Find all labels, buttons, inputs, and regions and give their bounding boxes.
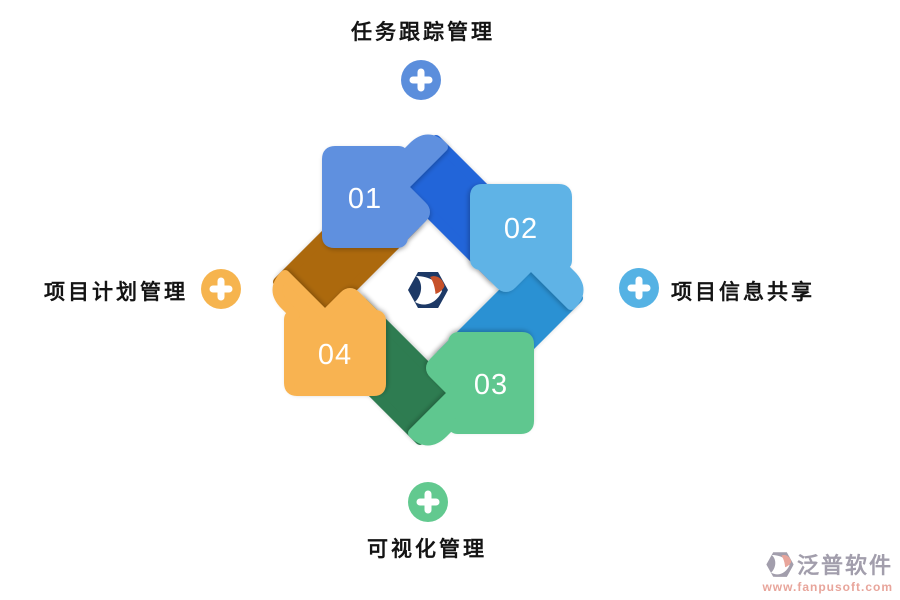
node-bullet-top: [401, 60, 441, 100]
label-info-sharing: 项目信息共享: [671, 281, 815, 304]
plus-icon: [408, 482, 448, 522]
cycle-diagram: 01 02 03 04: [263, 125, 593, 455]
plus-icon: [201, 269, 241, 309]
plus-icon: [619, 268, 659, 308]
step-number-04: 04: [318, 339, 352, 371]
watermark: 泛普软件 www.fanpusoft.com: [762, 548, 893, 594]
logo-sail: [430, 276, 445, 294]
label-visualization: 可视化管理: [367, 538, 487, 561]
watermark-logo-icon: [766, 551, 794, 577]
node-bullet-left: [201, 269, 241, 309]
label-project-planning: 项目计划管理: [44, 281, 188, 304]
step-number-02: 02: [504, 213, 538, 245]
step-number-01: 01: [348, 183, 382, 215]
node-bullet-right: [619, 268, 659, 308]
step-number-03: 03: [474, 369, 508, 401]
label-task-tracking: 任务跟踪管理: [351, 21, 495, 44]
cycle-numbers: 01 02 03 04: [318, 183, 538, 401]
node-bullet-bottom: [408, 482, 448, 522]
watermark-url: www.fanpusoft.com: [762, 580, 893, 594]
watermark-brand: 泛普软件: [796, 553, 893, 578]
logo-crescent: [419, 291, 448, 308]
plus-icon: [401, 60, 441, 100]
center-logo: [408, 272, 448, 308]
